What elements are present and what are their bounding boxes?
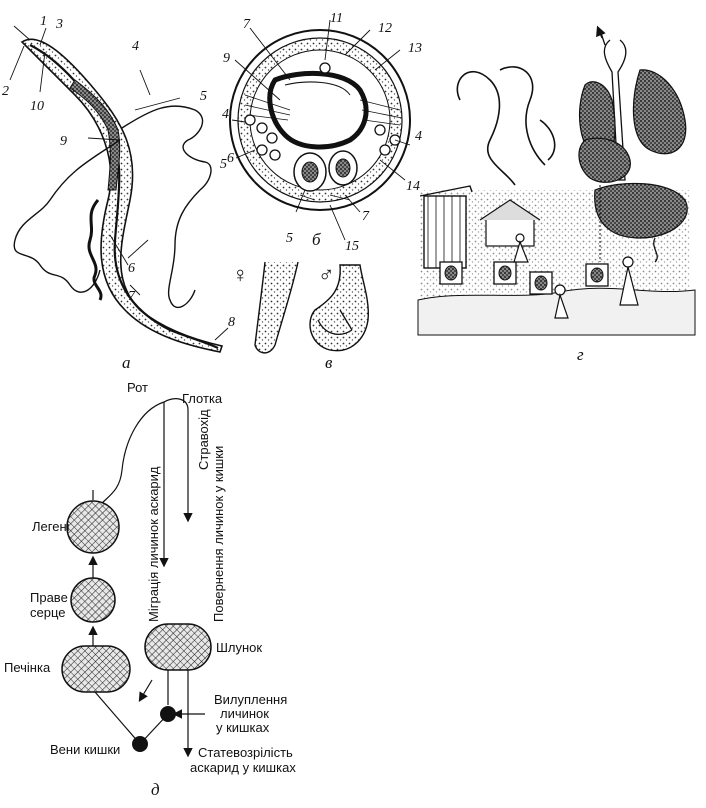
return-label: Повернення личинок у кишки: [211, 446, 226, 622]
label-5: 5: [200, 89, 207, 104]
ovary-tubule-right: [122, 106, 211, 307]
section-label-9: 9: [223, 51, 230, 66]
label-2: 2: [2, 84, 9, 99]
lungs-node: [67, 501, 119, 553]
maturity-label-2: аскарид у кишках: [190, 760, 296, 775]
panel-g-infection-scene: г: [418, 28, 695, 364]
label-10: 10: [30, 99, 44, 114]
section-label-12: 12: [378, 21, 392, 36]
section-label-11: 11: [330, 11, 343, 26]
liver-label: Печінка: [4, 660, 51, 675]
panel-a-worm-anatomy: 1 2 3 4 10 9 5 6 7 8 а: [2, 14, 235, 372]
section-label-15: 15: [345, 239, 359, 254]
lungs-label: Легені: [32, 519, 70, 534]
male-symbol: ♂: [318, 262, 335, 287]
panel-v-tails: ♀ ♂ в: [232, 262, 368, 372]
stomach-node: [145, 624, 211, 670]
label-1: 1: [40, 14, 47, 29]
hatching-label-1: Вилуплення: [214, 692, 287, 707]
section-label-13: 13: [408, 41, 422, 56]
stomach-to-veins-arrow: [140, 680, 152, 700]
mouth-label: Рот: [127, 380, 148, 395]
panel-letter-g: г: [577, 345, 584, 364]
section-label-6: 6: [227, 151, 234, 166]
section-label-4-right: 4: [415, 129, 422, 144]
section-label-14: 14: [406, 179, 420, 194]
right-heart-label-1: Праве: [30, 590, 68, 605]
hatching-label-3: у кишках: [216, 720, 270, 735]
section-label-7: 7: [243, 17, 251, 32]
label-4: 4: [132, 39, 139, 54]
section-label-5-top: 5: [220, 157, 227, 172]
veins-to-liver-line: [95, 692, 140, 744]
female-tail: [255, 262, 298, 353]
panel-letter-b: б: [312, 230, 321, 249]
label-8: 8: [228, 315, 235, 330]
esophagus-line: [164, 399, 188, 520]
section-label-5: 5: [286, 231, 293, 246]
section-label-7-bottom: 7: [362, 209, 370, 224]
hatch-to-veins-line: [140, 714, 168, 744]
panel-letter-v: в: [325, 353, 333, 372]
panel-b-cross-section: 7 11 12 13 9 4 5 6 4 14 7 5 15 б: [220, 11, 422, 254]
esophagus-label: Стравохід: [196, 409, 211, 470]
section-intestine: [270, 73, 366, 147]
female-symbol: ♀: [232, 262, 249, 287]
stomach-label: Шлунок: [216, 640, 262, 655]
maturity-label-1: Статевозрілість: [198, 745, 293, 760]
section-label-4-left: 4: [222, 107, 229, 122]
label-7: 7: [128, 289, 136, 304]
worms-in-scene: [457, 67, 554, 185]
right-heart-node: [71, 578, 115, 622]
label-9: 9: [60, 134, 67, 149]
outhouse: [420, 186, 472, 268]
right-heart-label-2: серце: [30, 605, 66, 620]
hatching-label-2: личинок: [220, 706, 269, 721]
liver-node: [62, 646, 130, 692]
label-6: 6: [128, 261, 135, 276]
panel-d-migration-scheme: Рот Глотка Легені Праве серце Печінка Шл…: [4, 380, 296, 799]
pharynx-label: Глотка: [182, 391, 223, 406]
migration-label: Міграція личинок аскарид: [146, 466, 161, 622]
gut-veins-label: Вени кишки: [50, 742, 120, 757]
panel-letter-a: а: [122, 353, 131, 372]
panel-letter-d: д: [151, 780, 160, 799]
worm-body: [22, 39, 222, 352]
uterus-coils: [89, 200, 101, 300]
label-3: 3: [55, 17, 63, 32]
